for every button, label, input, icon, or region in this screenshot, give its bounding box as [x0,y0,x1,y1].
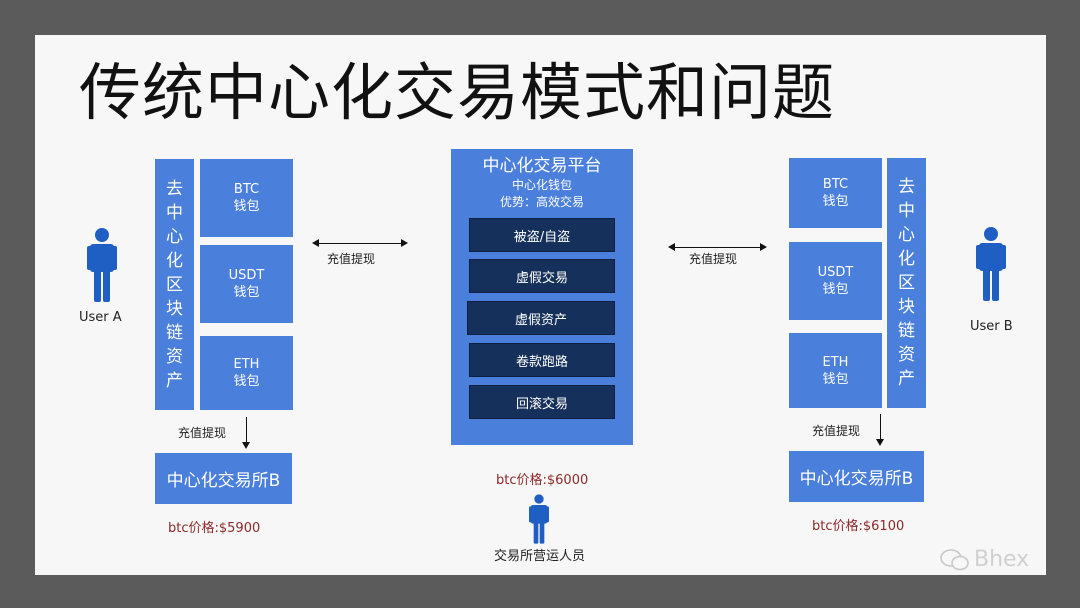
right-down-arrow [876,414,884,446]
right-exchange-b: 中心化交易所B [789,451,924,502]
right-decentral-char: 产 [898,369,915,389]
risk-item: 虚假资产 [467,301,615,335]
user-a-person-icon [87,228,117,302]
wallet-name: BTC [233,182,260,197]
platform-title: 中心化交易平台 [482,156,602,176]
right-decentral-char: 化 [898,249,915,269]
left-decentral-char: 心 [166,226,183,247]
wallet-name: ETH [822,354,849,370]
left-decentralized-assets-column: 去 中 心 化 区 块 链 资 产 [155,159,194,410]
slide: 传统中心化交易模式和问题 User A 去 中 心 化 区 块 链 资 产 BT… [35,35,1046,575]
wechat-icon [940,548,969,570]
right-btc-wallet: BTC 钱包 [789,158,882,228]
wallet-name: USDT [228,268,265,283]
platform-advantage: 优势：高效交易 [499,195,584,209]
right-transfer-label: 充值提现 [812,424,861,438]
right-transfer-arrow [668,243,767,251]
right-decentral-char: 心 [898,225,915,245]
right-price: btc价格:$6100 [812,519,905,534]
right-decentral-char: 区 [898,273,915,293]
risk-item: 虚假交易 [469,259,615,293]
right-decentral-char: 资 [898,345,915,365]
wallet-name: ETH [233,357,260,372]
right-decentral-char: 中 [898,201,915,221]
right-decentral-char: 去 [898,177,915,197]
center-price: btc价格:$6000 [496,473,589,488]
wallet-type: 钱包 [822,282,849,297]
right-decentralized-assets-column: 去 中 心 化 区 块 链 资 产 [887,158,926,408]
user-b-person-icon [976,225,1006,303]
right-decentral-char: 块 [898,297,915,317]
operator-person-icon [529,494,549,544]
left-decentral-char: 去 [166,178,183,199]
wallet-name: USDT [817,265,854,280]
left-decentral-char: 资 [166,346,183,367]
left-eth-wallet: ETH 钱包 [200,336,293,410]
operator-label: 交易所营运人员 [494,549,586,564]
slide-title: 传统中心化交易模式和问题 [79,56,836,129]
left-btc-wallet: BTC 钱包 [200,159,293,237]
left-decentral-char: 块 [166,298,183,319]
left-usdt-wallet: USDT 钱包 [200,245,293,323]
left-exchange-b: 中心化交易所B [155,453,292,504]
left-decentral-char: 产 [166,370,183,391]
left-center-transfer-label: 充值提现 [327,252,376,266]
risk-item: 卷款跑路 [469,343,615,377]
risk-item: 被盗/自盗 [469,218,615,252]
watermark-text: Bhex [974,547,1030,572]
user-b-label: User B [970,319,1013,334]
left-transfer-label: 充值提现 [178,426,227,440]
wallet-name: BTC [822,177,849,192]
wallet-type: 钱包 [233,199,260,214]
left-transfer-arrow [312,239,408,247]
wallet-type: 钱包 [233,285,260,300]
right-center-transfer-label: 充值提现 [689,252,738,266]
right-usdt-wallet: USDT 钱包 [789,242,882,320]
user-a-label: User A [79,310,122,325]
left-price: btc价格:$5900 [168,521,261,536]
wallet-type: 钱包 [822,371,849,387]
right-eth-wallet: ETH 钱包 [789,333,882,408]
left-decentral-char: 区 [166,274,183,295]
wallet-type: 钱包 [233,374,260,389]
watermark: Bhex [940,547,1029,572]
left-down-arrow [242,417,250,449]
left-decentral-char: 化 [166,250,183,271]
left-decentral-char: 链 [166,322,183,343]
wallet-type: 钱包 [822,194,849,209]
right-decentral-char: 链 [898,321,915,341]
left-decentral-char: 中 [166,202,183,223]
risk-item: 回滚交易 [469,385,615,419]
platform-wallet: 中心化钱包 [511,178,572,192]
